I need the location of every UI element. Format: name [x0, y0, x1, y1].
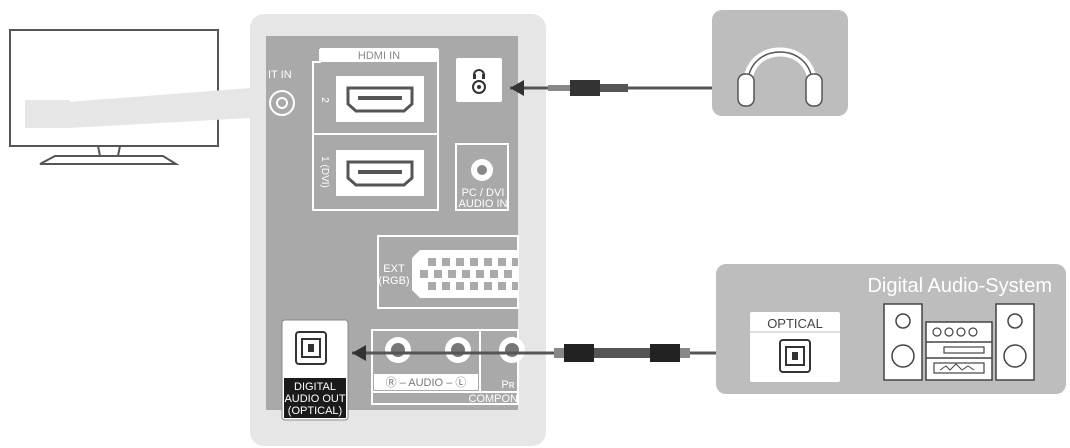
headphone-cable	[510, 80, 720, 96]
speaker-right	[995, 303, 1035, 381]
headphone-jack[interactable]	[456, 58, 502, 102]
audio-label: Ⓡ – AUDIO – Ⓛ	[386, 376, 467, 389]
ext-label-line2: (RGB)	[378, 275, 409, 287]
digital-audio-out-optical-port[interactable]: DIGITAL AUDIO OUT (OPTICAL)	[281, 319, 349, 421]
hdmi-header-label: HDMI IN	[358, 50, 400, 62]
arrow-left-icon	[510, 80, 524, 96]
hdmi-port-2[interactable]	[336, 76, 424, 122]
component-label: COMPON	[469, 393, 519, 405]
tv-neck	[96, 145, 122, 157]
headphone-plug	[570, 80, 600, 96]
headphones-device	[712, 10, 848, 116]
optical-label-line2: AUDIO OUT	[284, 393, 345, 405]
hdmi-block: HDMI IN 2 1 (DVI)	[312, 48, 439, 211]
optical-plug-left	[564, 344, 594, 362]
audio-right-jack[interactable]	[385, 337, 411, 363]
ext-rgb-port[interactable]: EXT (RGB)	[377, 235, 519, 309]
optical-connector-icon	[779, 339, 811, 373]
hdmi-header-bg	[320, 48, 438, 62]
hdmi-port-1[interactable]	[336, 150, 424, 196]
headphone-small-icon	[473, 69, 485, 76]
component-audio-block: Ⓡ – AUDIO – Ⓛ Pʀ COMPON	[371, 329, 525, 405]
hifi-system-icon	[883, 303, 1035, 381]
pc-dvi-audio-in-port[interactable]: PC / DVI AUDIO IN	[455, 143, 509, 211]
tv-stand	[39, 155, 180, 165]
speaker-left	[883, 303, 923, 381]
optical-cable	[352, 344, 780, 362]
pr-label: Pʀ	[501, 379, 514, 391]
arrow-left-icon	[352, 345, 366, 361]
ext-label-line1: EXT	[383, 263, 405, 275]
partial-left-port-label: IT IN	[268, 69, 292, 81]
tv-back-panel-highlight	[25, 100, 70, 128]
hdmi-port-1-label: 1 (DVI)	[319, 156, 330, 188]
optical-connector-icon	[295, 331, 327, 365]
tv-screen	[9, 29, 219, 147]
optical-label-line1: DIGITAL	[294, 381, 336, 393]
hdmi-port-2-label: 2	[319, 97, 330, 103]
das-optical-label: OPTICAL	[767, 316, 823, 331]
stereo-unit	[925, 321, 993, 381]
digital-audio-system: Digital Audio-System OPTICAL	[716, 264, 1066, 394]
pc-dvi-label-line1: PC / DVI	[462, 187, 505, 199]
optical-label-line3: (OPTICAL)	[288, 405, 342, 417]
tv-illustration	[9, 29, 219, 165]
partial-left-port: IT IN	[268, 69, 295, 116]
audio-left-jack[interactable]	[445, 337, 471, 363]
optical-plug-right	[650, 344, 680, 362]
digital-audio-system-title: Digital Audio-System	[867, 275, 1052, 297]
component-pr-jack[interactable]	[499, 337, 525, 363]
pc-dvi-label-line2: AUDIO IN	[459, 198, 508, 210]
zoom-beam	[68, 88, 250, 128]
das-optical-port[interactable]: OPTICAL	[750, 312, 840, 382]
